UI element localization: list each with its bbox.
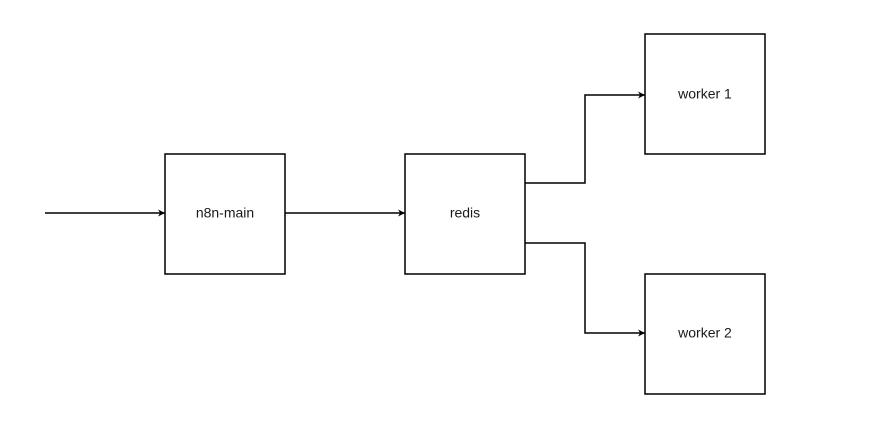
node-redis-label: redis — [450, 205, 480, 221]
edge-redis-to-worker-1 — [525, 91, 645, 184]
node-redis-box — [404, 153, 526, 275]
node-worker-1: worker 1 — [644, 33, 766, 155]
node-n8n-main-label: n8n-main — [196, 205, 254, 221]
node-worker-2-box — [644, 273, 766, 395]
node-n8n-main-box — [164, 153, 286, 275]
node-worker-1-box — [644, 33, 766, 155]
node-worker-2-label: worker 2 — [677, 325, 732, 341]
edge-redis-to-worker-2 — [525, 242, 645, 337]
node-n8n-main: n8n-main — [164, 153, 286, 275]
edges — [45, 91, 645, 337]
node-redis: redis — [404, 153, 526, 275]
node-worker-2: worker 2 — [644, 273, 766, 395]
node-worker-1-label: worker 1 — [677, 86, 732, 102]
